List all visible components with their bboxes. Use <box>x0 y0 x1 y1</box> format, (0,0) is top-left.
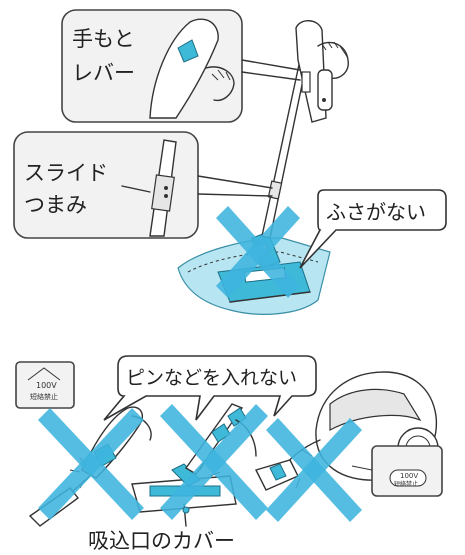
cross-mark-icon <box>216 206 300 298</box>
cross-mark-icon <box>160 404 268 520</box>
short-circuit-right: 短絡禁止 <box>394 480 418 488</box>
slide-knob-line1: スライド <box>24 161 108 185</box>
cross-mark-icon <box>38 408 144 520</box>
intake-head <box>131 403 247 527</box>
handle-lever-line2: レバー <box>72 61 135 85</box>
short-circuit-left: 短絡禁止 <box>30 392 58 401</box>
cross-mark-icon <box>266 418 362 522</box>
slide-knob-line2: つまみ <box>24 193 87 217</box>
warning-label-left: 100V 短絡禁止 <box>15 361 75 409</box>
bubble-no-cloth: ふさがない <box>299 189 447 269</box>
no-cloth-label: ふさがない <box>326 200 426 224</box>
voltage-right: 100V <box>400 472 418 480</box>
handle-lever-line1: 手もと <box>72 27 135 51</box>
zoom-handle-drawing <box>149 18 219 119</box>
callout-handle-lever: 手もと レバー <box>61 9 301 123</box>
hose <box>317 41 349 79</box>
bubble-no-pins: ピンなどを入れない <box>103 355 317 421</box>
voltage-left: 100V <box>36 381 57 390</box>
no-pins-label: ピンなどを入れない <box>126 367 297 389</box>
wand-slide-knob <box>267 180 283 200</box>
intake-cover-label: 吸込口のカバー <box>88 529 235 553</box>
callout-slide-knob: スライド つまみ <box>13 131 273 239</box>
warning-label-right: 100V 短絡禁止 <box>351 445 443 497</box>
